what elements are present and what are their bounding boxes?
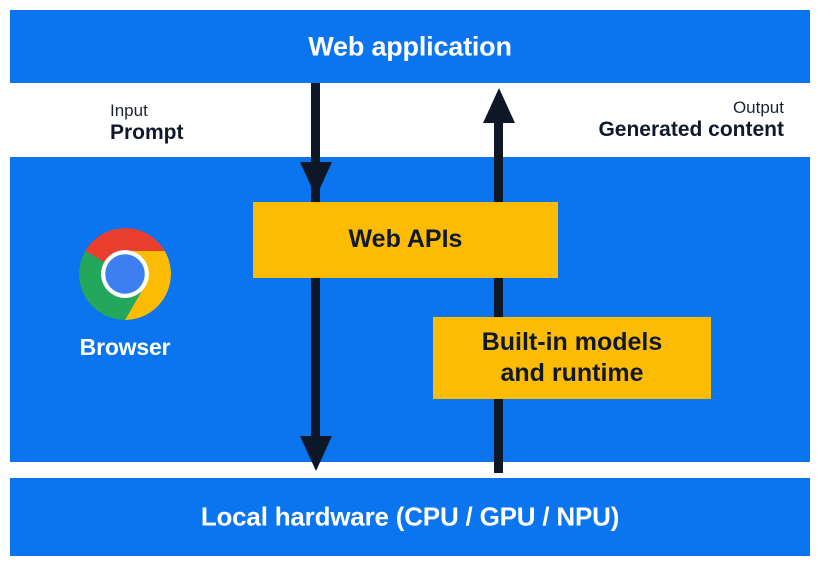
flow-input-kind: Input — [110, 101, 148, 120]
component-builtin-models-line1: Built-in models — [481, 327, 663, 356]
arrow-up-shaft — [494, 122, 503, 473]
component-builtin-models: Built-in models and runtime — [433, 317, 711, 399]
layer-local-hardware: Local hardware (CPU / GPU / NPU) — [10, 478, 810, 556]
component-builtin-models-line2: and runtime — [500, 359, 644, 387]
flow-input-value: Prompt — [110, 121, 184, 145]
arrow-down-mid-icon — [299, 162, 332, 198]
arrow-down-mid-head-shape — [299, 162, 332, 197]
layer-local-hardware-label: Local hardware (CPU / GPU / NPU) — [200, 501, 620, 532]
flow-label-input: Input Prompt — [110, 101, 184, 146]
layer-web-application: Web application — [10, 10, 810, 83]
browser-group: Browser — [60, 228, 190, 361]
flow-output-kind: Output — [732, 98, 784, 117]
arrow-up-icon — [482, 88, 515, 473]
component-builtin-models-label: Built-in models and runtime — [482, 327, 663, 390]
arrow-up-head — [482, 88, 515, 123]
chrome-logo-icon — [79, 228, 171, 320]
browser-label: Browser — [79, 334, 171, 360]
component-web-apis-label: Web APIs — [348, 225, 463, 254]
flow-label-output: Output Generated content — [598, 98, 784, 143]
arrow-down-head — [299, 436, 332, 471]
component-web-apis: Web APIs — [253, 202, 558, 278]
layer-web-application-label: Web application — [308, 31, 512, 61]
flow-output-value: Generated content — [598, 118, 784, 142]
